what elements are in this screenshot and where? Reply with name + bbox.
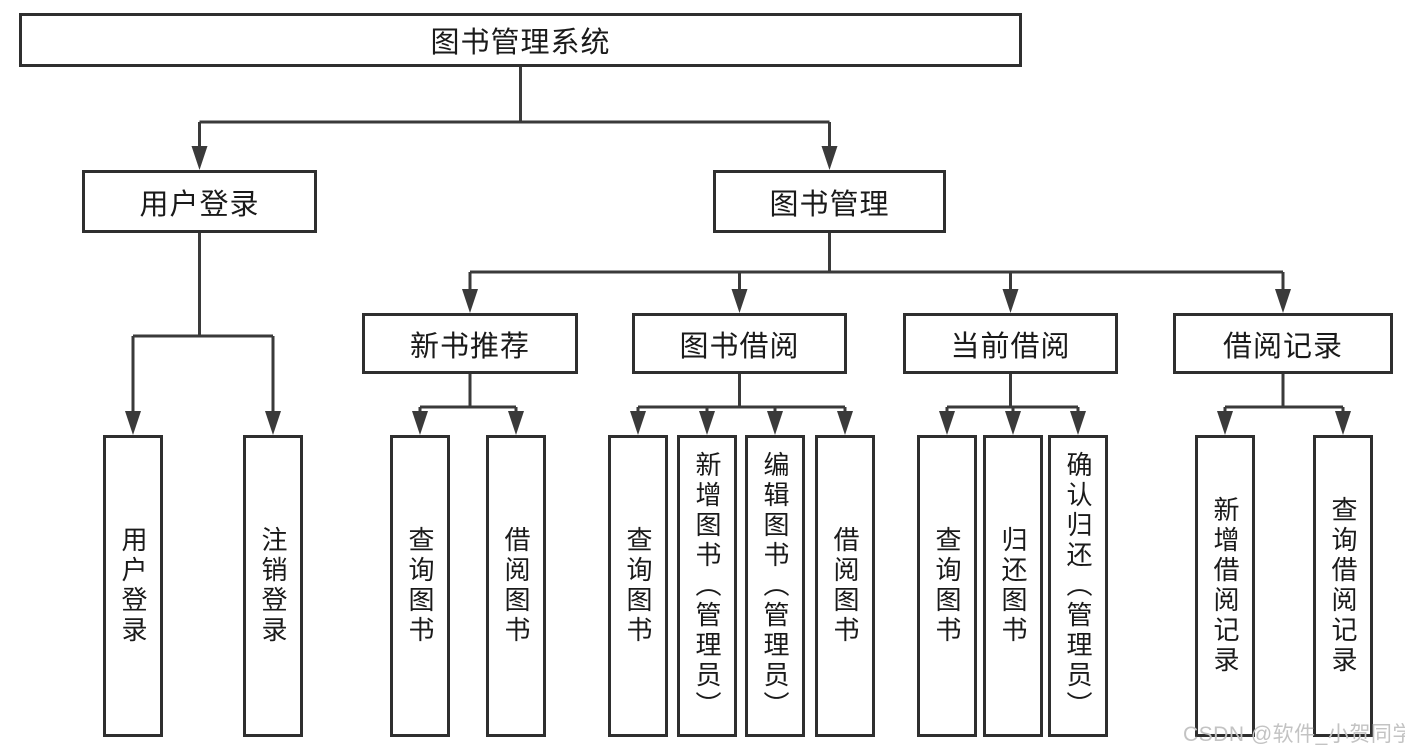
csdn-watermark: CSDN @软件_小贺同学	[1183, 723, 1405, 746]
leaf-logout: 注销登录	[243, 435, 303, 737]
leaf-borrow-books-recommend: 借阅图书	[486, 435, 546, 737]
node-library-system: 图书管理系统	[19, 13, 1022, 67]
leaf-borrow-books: 借阅图书	[815, 435, 875, 737]
node-book-borrowing: 图书借阅	[632, 313, 847, 374]
node-borrow-records: 借阅记录	[1173, 313, 1393, 374]
leaf-query-borrow-record: 查询借阅记录	[1313, 435, 1373, 737]
node-new-book-recommend: 新书推荐	[362, 313, 578, 374]
leaf-query-books-recommend: 查询图书	[390, 435, 450, 737]
leaf-add-books-admin: 新增图书（管理员）	[677, 435, 737, 737]
node-user-login: 用户登录	[82, 170, 317, 233]
leaf-edit-books-admin: 编辑图书（管理员）	[745, 435, 805, 737]
leaf-add-borrow-record: 新增借阅记录	[1195, 435, 1255, 737]
node-current-borrowing: 当前借阅	[903, 313, 1118, 374]
leaf-return-books: 归还图书	[983, 435, 1043, 737]
leaf-confirm-return-admin: 确认归还（管理员）	[1048, 435, 1108, 737]
leaf-query-books-current: 查询图书	[917, 435, 977, 737]
leaf-query-books-borrowing: 查询图书	[608, 435, 668, 737]
node-book-management: 图书管理	[713, 170, 946, 233]
leaf-user-login: 用户登录	[103, 435, 163, 737]
